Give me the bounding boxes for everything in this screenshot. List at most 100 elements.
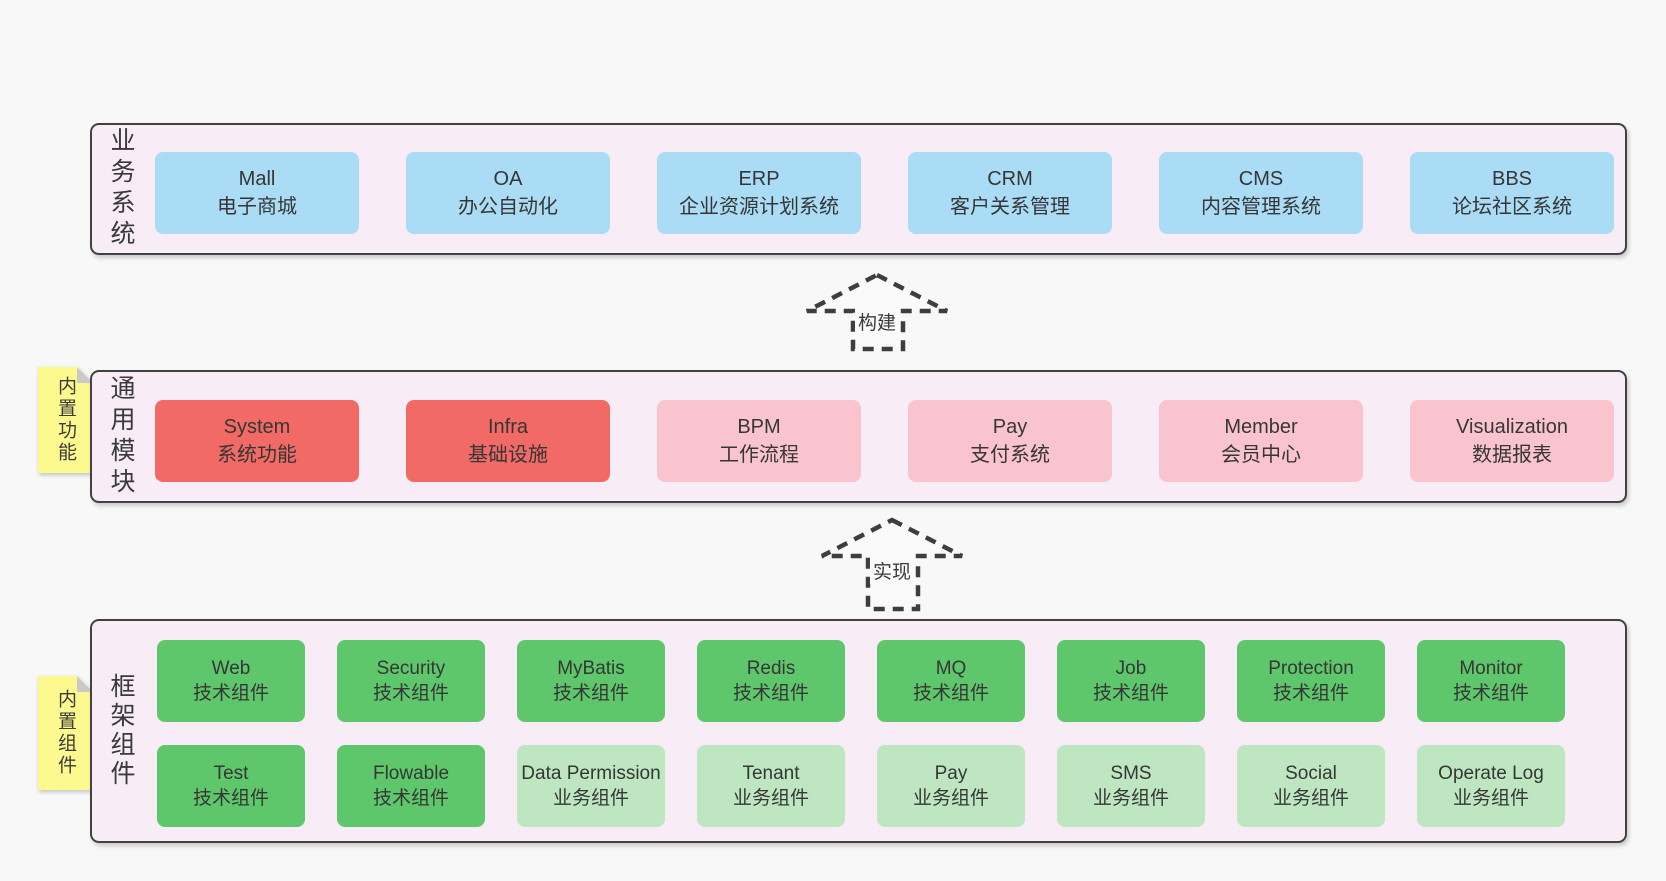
component-box-protection: Protection 技术组件 [1237, 640, 1385, 722]
component-box-job: Job 技术组件 [1057, 640, 1205, 722]
component-desc: 业务组件 [1452, 788, 1529, 809]
component-name: OA [493, 168, 523, 190]
sticky-note-paper: 内置功能 [38, 367, 93, 473]
arrow-label: 实现 [869, 557, 915, 584]
component-desc: 基础设施 [468, 444, 548, 466]
component-name: Mall [238, 168, 276, 190]
component-box-sms: SMS 业务组件 [1057, 745, 1205, 827]
component-name: Social [1285, 763, 1337, 784]
component-box-social: Social 业务组件 [1237, 745, 1385, 827]
component-desc: 业务组件 [1272, 788, 1349, 809]
component-name: ERP [738, 168, 780, 190]
component-box-erp: ERP 企业资源计划系统 [657, 152, 861, 234]
component-box-monitor: Monitor 技术组件 [1417, 640, 1565, 722]
component-desc: 技术组件 [552, 683, 629, 704]
component-name: Redis [746, 658, 796, 679]
component-desc: 业务组件 [552, 788, 629, 809]
component-name: System [223, 416, 291, 438]
layer-business-systems: 业务系统 Mall 电子商城 OA 办公自动化 ERP 企业资源计划系统 CRM 客户关系管理… [90, 123, 1627, 255]
component-box-pay: Pay 业务组件 [877, 745, 1025, 827]
component-desc: 技术组件 [732, 683, 809, 704]
sticky-note-label: 内置功能 [55, 376, 76, 464]
component-box-bbs: BBS 论坛社区系统 [1410, 152, 1614, 234]
component-name: MyBatis [557, 658, 625, 679]
component-desc: 技术组件 [192, 788, 269, 809]
component-desc: 论坛社区系统 [1452, 196, 1572, 218]
component-box-web: Web 技术组件 [157, 640, 305, 722]
component-desc: 技术组件 [912, 683, 989, 704]
component-name: BPM [737, 416, 781, 438]
component-name: Member [1224, 416, 1298, 438]
component-box-security: Security 技术组件 [337, 640, 485, 722]
component-box-infra: Infra 基础设施 [406, 400, 610, 482]
component-name: Security [376, 658, 446, 679]
component-name: Operate Log [1438, 763, 1544, 784]
component-box-redis: Redis 技术组件 [697, 640, 845, 722]
arrow-label: 构建 [854, 308, 900, 335]
component-box-system: System 系统功能 [155, 400, 359, 482]
component-desc: 技术组件 [1452, 683, 1529, 704]
component-box-mybatis: MyBatis 技术组件 [517, 640, 665, 722]
component-desc: 支付系统 [970, 444, 1050, 466]
component-desc: 技术组件 [192, 683, 269, 704]
component-desc: 技术组件 [1092, 683, 1169, 704]
component-desc: 技术组件 [372, 683, 449, 704]
component-desc: 技术组件 [1272, 683, 1349, 704]
component-desc: 业务组件 [1092, 788, 1169, 809]
component-name: MQ [935, 658, 967, 679]
component-desc: 业务组件 [912, 788, 989, 809]
component-box-data-permission: Data Permission 业务组件 [517, 745, 665, 827]
implement-arrow: 实现 [820, 517, 964, 612]
component-box-crm: CRM 客户关系管理 [908, 152, 1112, 234]
component-name: Job [1115, 658, 1147, 679]
component-desc: 工作流程 [719, 444, 799, 466]
component-name: CMS [1238, 168, 1284, 190]
component-name: Infra [487, 416, 529, 438]
component-desc: 客户关系管理 [950, 196, 1070, 218]
component-name: Visualization [1456, 416, 1568, 438]
sticky-note-label: 内置组件 [55, 689, 76, 777]
component-desc: 电子商城 [217, 196, 297, 218]
component-name: SMS [1110, 763, 1152, 784]
build-arrow: 构建 [805, 272, 949, 352]
component-box-oa: OA 办公自动化 [406, 152, 610, 234]
component-name: Monitor [1459, 658, 1523, 679]
layer-label: 业务系统 [107, 127, 135, 251]
component-desc: 技术组件 [372, 788, 449, 809]
component-name: BBS [1491, 168, 1533, 190]
component-box-tenant: Tenant 业务组件 [697, 745, 845, 827]
component-name: Tenant [742, 763, 800, 784]
layer-label: 通用模块 [107, 374, 135, 499]
component-box-operate-log: Operate Log 业务组件 [1417, 745, 1565, 827]
component-name: Protection [1268, 658, 1354, 679]
component-desc: 业务组件 [732, 788, 809, 809]
component-desc: 办公自动化 [458, 196, 558, 218]
component-box-mall: Mall 电子商城 [155, 152, 359, 234]
component-name: Pay [934, 763, 968, 784]
component-desc: 企业资源计划系统 [679, 196, 839, 218]
sticky-note-paper: 内置组件 [38, 676, 93, 790]
component-name: Flowable [372, 763, 450, 784]
component-name: CRM [987, 168, 1033, 190]
component-box-bpm: BPM 工作流程 [657, 400, 861, 482]
component-name: Web [211, 658, 251, 679]
layer-label: 框架组件 [107, 673, 135, 789]
component-desc: 系统功能 [217, 444, 297, 466]
component-box-flowable: Flowable 技术组件 [337, 745, 485, 827]
component-box-mq: MQ 技术组件 [877, 640, 1025, 722]
component-name: Data Permission [521, 763, 661, 784]
